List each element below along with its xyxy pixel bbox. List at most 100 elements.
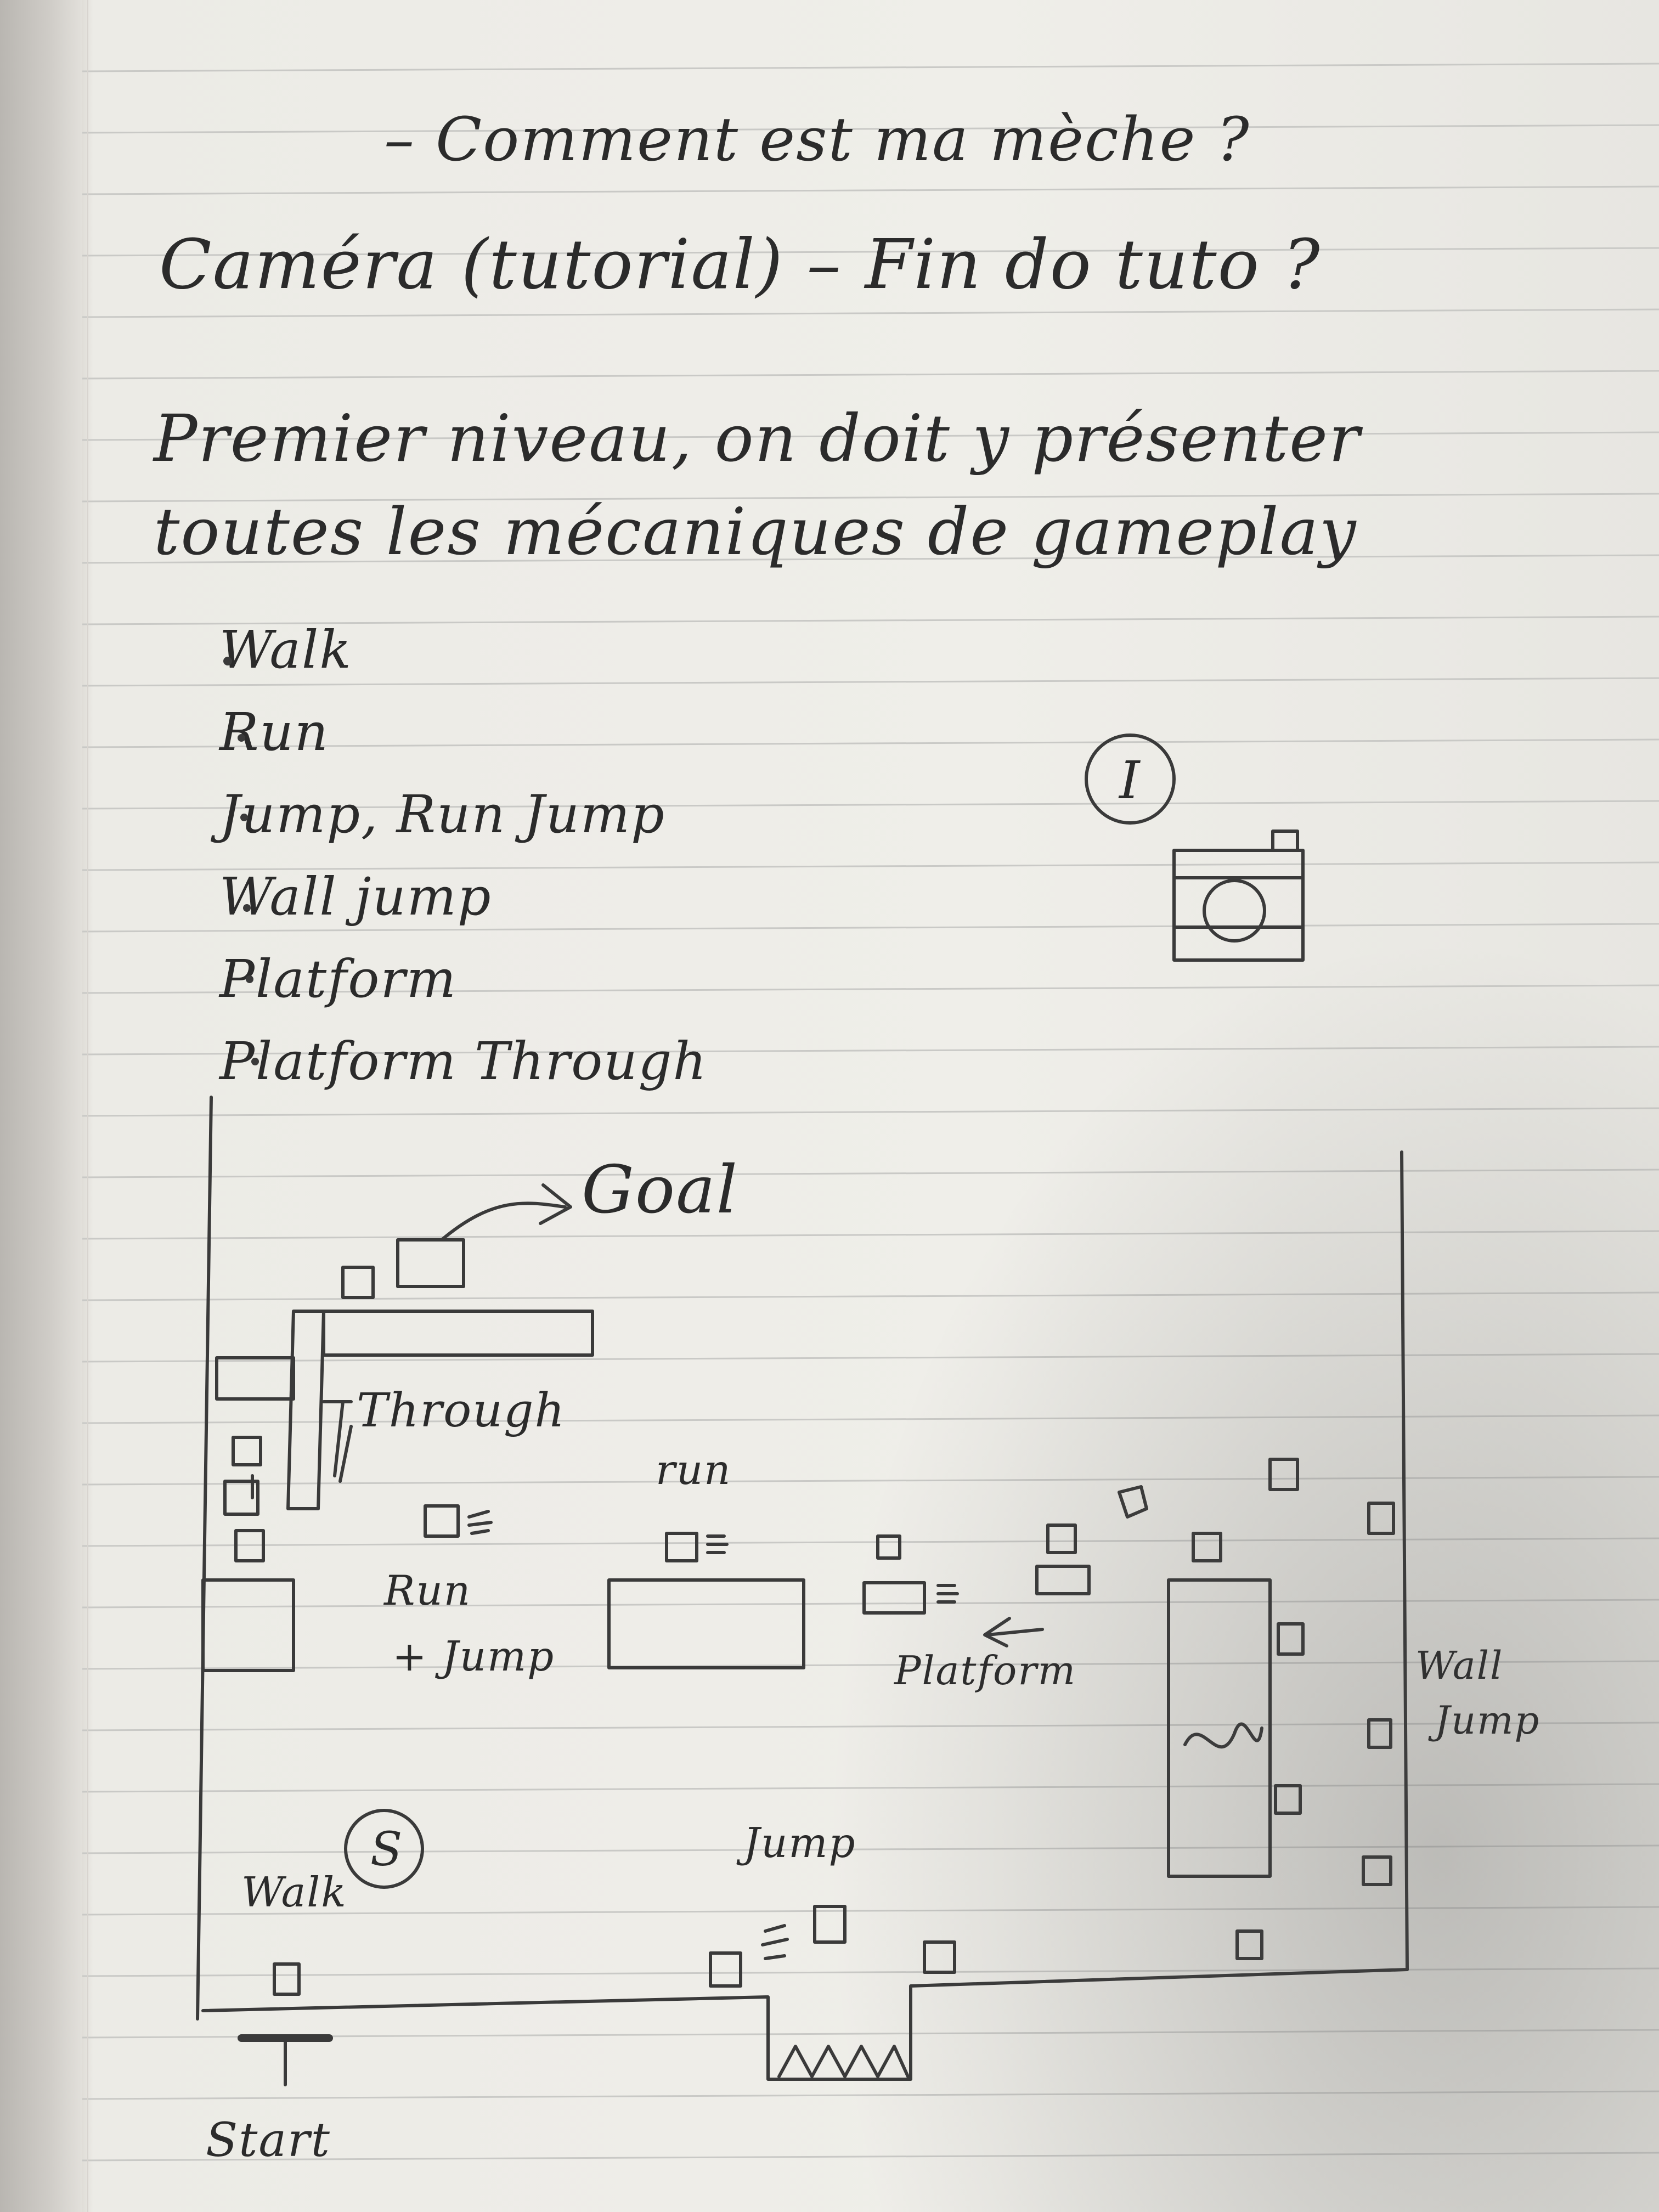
run-platform <box>607 1578 805 1669</box>
notebook-binding <box>0 0 82 2212</box>
note-line-4: toutes les mécaniques de gameplay <box>154 494 1357 569</box>
ruled-line <box>82 1230 1659 1240</box>
motion-lines-2 <box>706 1534 729 1554</box>
ruled-line <box>82 1660 1659 1670</box>
camera-icon <box>1172 830 1305 962</box>
wall-jump-block-2 <box>1367 1502 1395 1535</box>
small-block-3 <box>223 1480 259 1516</box>
ruled-line <box>82 1046 1659 1056</box>
start-marker <box>238 1962 333 2086</box>
list-item-wall-jump: Wall jump <box>219 867 492 927</box>
list-item-jump: Jump, Run Jump <box>219 785 665 845</box>
side-ledge <box>215 1356 295 1401</box>
circle-s-label: S <box>370 1822 403 1877</box>
ruled-line <box>82 984 1659 994</box>
ruled-line <box>82 800 1659 810</box>
list-item-run: Run <box>219 702 329 763</box>
ruled-line <box>82 2090 1659 2100</box>
ruled-line <box>82 2152 1659 2162</box>
circle-i-mark <box>1085 733 1176 825</box>
ruled-line <box>82 554 1659 564</box>
ruled-line <box>82 1537 1659 1547</box>
note-line-2: Caméra (tutorial) – Fin do tuto ? <box>159 225 1321 304</box>
ruled-line <box>82 677 1659 687</box>
pillar-scribble <box>1183 1722 1263 1749</box>
spikes <box>777 2045 910 2078</box>
level-left-wall <box>196 1096 213 2021</box>
player-jump-1 <box>709 1951 742 1988</box>
list-item-platform-through: Platform Through <box>219 1031 708 1092</box>
ruled-line <box>82 124 1659 134</box>
ruled-line <box>82 738 1659 748</box>
ruled-line <box>82 861 1659 871</box>
ruled-line <box>82 308 1659 318</box>
wall-jump-block-4 <box>1367 1718 1392 1749</box>
run-jump-block <box>201 1578 295 1672</box>
note-line-3: Premier niveau, on doit y présenter <box>154 400 1361 476</box>
top-platform <box>322 1310 594 1357</box>
walk-label: Walk <box>241 1868 347 1916</box>
moving-platform-2 <box>1035 1565 1091 1595</box>
ruled-line <box>82 1353 1659 1363</box>
wall-jump-label-1: Wall <box>1415 1643 1503 1688</box>
ruled-line <box>82 1476 1659 1486</box>
ruled-line <box>82 1107 1659 1117</box>
through-platform <box>322 1400 353 1483</box>
ruled-line <box>82 616 1659 625</box>
wall-jump-label-2: Jump <box>1428 1698 1540 1743</box>
ruled-line <box>82 185 1659 195</box>
wall-jump-block-6 <box>1362 1855 1392 1886</box>
wall-jump-block-1 <box>1268 1458 1299 1491</box>
ruled-line <box>82 923 1659 933</box>
wall-jump-block-5 <box>1274 1784 1302 1815</box>
wall-jump-block-7 <box>1235 1929 1263 1960</box>
run-jump-label-2: + Jump <box>392 1632 555 1680</box>
goal-block <box>396 1238 465 1288</box>
ruled-line <box>82 370 1659 380</box>
player-jump-2 <box>813 1905 847 1944</box>
player-run <box>665 1532 698 1562</box>
ruled-line <box>82 247 1659 257</box>
ruled-line <box>82 1169 1659 1178</box>
block-above-platform <box>876 1534 901 1560</box>
level-right-wall <box>1400 1150 1409 1971</box>
run-jump-label-1: Run <box>383 1566 471 1615</box>
ruled-line <box>82 1414 1659 1424</box>
moving-platform-1 <box>862 1581 926 1615</box>
platform-arrow <box>983 1617 1044 1647</box>
wall-jump-block-3 <box>1277 1622 1305 1656</box>
jump-label: Jump <box>736 1819 856 1867</box>
list-bullets <box>223 657 259 1065</box>
list-item-walk: Walk <box>219 620 352 680</box>
player-run-jump <box>424 1504 460 1538</box>
start-label: Start <box>206 2113 331 2168</box>
small-block-2 <box>232 1436 262 1466</box>
left-column <box>286 1310 325 1510</box>
platform-label: Platform <box>893 1647 1076 1694</box>
ruled-line <box>82 1599 1659 1609</box>
player-platform <box>1046 1523 1077 1554</box>
note-line-1: – Comment est ma mèche ? <box>384 104 1250 174</box>
motion-lines-4 <box>761 1924 789 1960</box>
ruled-line <box>82 1906 1659 1916</box>
ruled-line <box>82 1783 1659 1793</box>
ruled-line <box>82 493 1659 503</box>
ruled-line <box>82 63 1659 72</box>
run-label: run <box>656 1446 731 1494</box>
small-block-1 <box>341 1266 375 1299</box>
goal-arrow <box>440 1183 572 1242</box>
tall-pillar <box>1167 1578 1272 1878</box>
player-jump-3 <box>923 1940 956 1974</box>
player-pillar-top <box>1192 1532 1222 1562</box>
motion-lines-3 <box>936 1584 959 1604</box>
motion-lines-1 <box>467 1510 493 1535</box>
goal-label: Goal <box>582 1152 738 1228</box>
through-label: Through <box>357 1384 566 1438</box>
level-ground <box>201 1968 1409 2081</box>
circle-s-mark <box>344 1809 424 1889</box>
small-block-4 <box>234 1529 265 1562</box>
ruled-line <box>82 1722 1659 1731</box>
circle-i-label: I <box>1118 751 1141 811</box>
